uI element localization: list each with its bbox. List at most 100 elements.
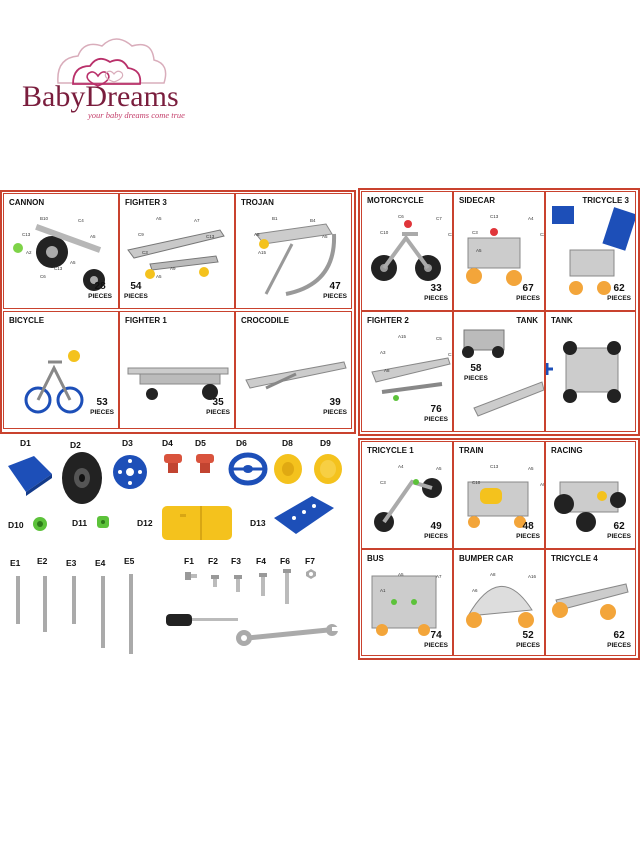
part-annotation: C2 xyxy=(540,232,544,237)
f4-screw-icon xyxy=(259,573,267,596)
d2-tyre-icon xyxy=(62,452,102,504)
part-annotation: A3 xyxy=(380,350,386,355)
model-name: FIGHTER 1 xyxy=(125,316,167,325)
model-name: TRICYCLE 3 xyxy=(582,196,629,205)
part-annotation: A7 xyxy=(194,218,200,223)
model-name: TRAIN xyxy=(459,446,484,455)
part-annotation: B10 xyxy=(40,216,49,221)
part-annotation: A5 xyxy=(156,216,162,221)
part-label-d10: D10 xyxy=(8,520,24,530)
part-annotation: A15 xyxy=(398,334,407,339)
part-annotation: C13 xyxy=(22,232,31,237)
fighter2-model-icon xyxy=(371,357,451,401)
d13-blue-plate-icon xyxy=(274,496,334,534)
model-name: BICYCLE xyxy=(9,316,45,325)
baby-dreams-logo: BabyDreams your baby dreams come true xyxy=(18,28,198,128)
part-label-e5: E5 xyxy=(124,556,135,566)
part-annotation: C10 xyxy=(472,480,481,485)
d5-red-peg-icon xyxy=(196,454,214,473)
e5-axle-rod-icon xyxy=(129,574,133,654)
tank2-model-icon xyxy=(563,341,621,403)
part-annotation: A9 xyxy=(540,482,545,487)
f6-screw-icon xyxy=(283,569,291,604)
tricycle3-model-icon xyxy=(552,206,635,295)
d8-yellow-wheel-icon xyxy=(274,454,302,484)
brand-wordmark: BabyDreams xyxy=(22,80,179,114)
fighter3-model-icon xyxy=(127,229,225,279)
d9-yellow-wheel-icon xyxy=(314,454,342,484)
model-name: TROJAN xyxy=(241,198,274,207)
tank1-model-icon xyxy=(462,329,544,417)
d10-green-bead-icon xyxy=(33,517,47,531)
part-annotation: B4 xyxy=(310,218,316,223)
part-annotation: C9 xyxy=(138,232,144,237)
part-annotation: A15 xyxy=(258,250,267,255)
model-name: TANK xyxy=(516,316,538,325)
part-label-e4: E4 xyxy=(95,558,106,568)
part-annotation: C4 xyxy=(78,218,84,223)
part-annotation: A5 xyxy=(436,466,442,471)
brand-baby: Baby xyxy=(22,80,86,113)
part-annotation: A5 xyxy=(70,260,76,265)
parts-list: D1 D2 D3 D4 D5 D6 D8 D9 D10 D11 D12 D13 … xyxy=(0,432,352,662)
part-annotation: C13 xyxy=(490,464,499,469)
brand-dreams: Dreams xyxy=(85,80,179,113)
part-annotation: A5 xyxy=(90,234,96,239)
part-annotation: C3 xyxy=(448,232,452,237)
part-annotation: C3 xyxy=(380,480,386,485)
e4-axle-rod-icon xyxy=(101,576,105,648)
part-annotation: A9 xyxy=(170,266,176,271)
crocodile-model-icon xyxy=(245,361,347,390)
part-annotation: A5 xyxy=(476,248,482,253)
tricycle4-model-icon xyxy=(552,583,629,620)
part-annotation: A4 xyxy=(398,464,404,469)
e2-axle-rod-icon xyxy=(43,576,47,632)
f1-screw-icon xyxy=(185,572,197,580)
part-annotation: A5 xyxy=(528,466,534,471)
fighter1-model-icon xyxy=(127,367,229,400)
motorcycle-model-icon xyxy=(371,220,441,281)
model-name: FIGHTER 3 xyxy=(125,198,167,207)
plus-icon xyxy=(546,363,553,375)
part-annotation: C3 xyxy=(472,230,478,235)
part-annotation: A5 xyxy=(322,234,328,239)
part-label-f3: F3 xyxy=(231,556,241,566)
bumpercar-model-icon xyxy=(466,585,534,628)
e1-axle-rod-icon xyxy=(16,576,20,624)
f3-screw-icon xyxy=(234,575,242,592)
part-label-d1: D1 xyxy=(20,438,31,448)
bicycle-model-icon xyxy=(24,350,84,414)
part-annotation: A4 xyxy=(528,216,534,221)
part-annotation: C3 xyxy=(142,250,148,255)
part-annotation: C13 xyxy=(448,352,452,357)
model-name: BUS xyxy=(367,554,384,563)
part-annotation: C7 xyxy=(436,216,442,221)
model-name: BUMPER CAR xyxy=(459,554,514,563)
train-model-icon xyxy=(467,481,529,528)
part-annotation: A2 xyxy=(26,250,32,255)
wrench-icon xyxy=(236,624,340,646)
f7-nut-icon xyxy=(306,569,316,579)
brand-tagline: your baby dreams come true xyxy=(88,110,185,120)
part-label-d12: D12 xyxy=(137,518,153,528)
